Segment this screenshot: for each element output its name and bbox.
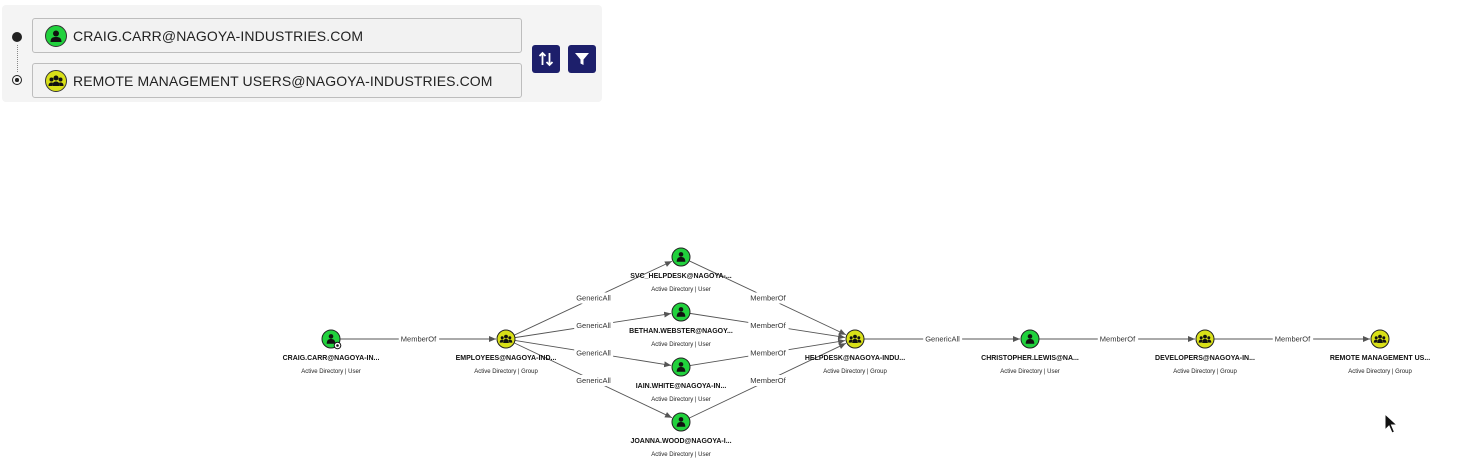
path-connector-line xyxy=(17,45,18,72)
edge-employees-iain[interactable]: GenericAll xyxy=(514,339,672,368)
node-type-label: Active Directory | Group xyxy=(474,369,538,375)
edge-joanna-helpdesk[interactable]: MemberOf xyxy=(688,342,847,419)
edge-label: GenericAll xyxy=(925,335,960,344)
edge-label: GenericAll xyxy=(576,376,611,385)
graph-node-helpdesk[interactable]: HELPDESK@NAGOYA-INDU... Active Directory … xyxy=(805,329,905,375)
edge-employees-joanna[interactable]: GenericAll xyxy=(513,342,673,419)
graph-node-joanna[interactable]: JOANNA.WOOD@NAGOYA-I... Active Directory … xyxy=(630,412,732,458)
graph-node-craig[interactable]: CRAIG.CARR@NAGOYA-IN... Active Directory … xyxy=(283,329,380,375)
node-label: CHRISTOPHER.LEWIS@NA... xyxy=(981,355,1079,362)
edge-label-background xyxy=(1272,333,1314,345)
start-node-badge-icon xyxy=(333,341,342,350)
edge-employees-bethan[interactable]: GenericAll xyxy=(514,311,672,339)
node-label: REMOTE MANAGEMENT US... xyxy=(1330,355,1430,362)
group-icon xyxy=(45,69,67,92)
edge-label: GenericAll xyxy=(576,349,611,358)
edge-craig-employees[interactable]: MemberOf xyxy=(340,333,496,345)
node-type-label: Active Directory | User xyxy=(301,369,361,375)
edge-svc-helpdesk[interactable]: MemberOf xyxy=(688,260,847,336)
edge-label-background xyxy=(748,292,789,304)
graph-node-remote[interactable]: REMOTE MANAGEMENT US... Active Directory … xyxy=(1330,329,1430,375)
edge-helpdesk-christopher[interactable]: GenericAll xyxy=(864,333,1020,345)
swap-vertical-icon xyxy=(538,51,554,67)
target-node-input[interactable]: REMOTE MANAGEMENT USERS@NAGOYA-INDUSTRIE… xyxy=(32,63,522,98)
node-label: HELPDESK@NAGOYA-INDU... xyxy=(805,355,905,362)
edge-iain-helpdesk[interactable]: MemberOf xyxy=(689,338,846,367)
target-node-value: REMOTE MANAGEMENT USERS@NAGOYA-INDUSTRIE… xyxy=(73,72,493,89)
pathfinding-panel: CRAIG.CARR@NAGOYA-INDUSTRIES.COM REMOTE … xyxy=(2,5,602,102)
graph-node-christopher[interactable]: CHRISTOPHER.LEWIS@NA... Active Directory … xyxy=(981,329,1079,375)
edge-label-background xyxy=(398,333,440,345)
edge-label-background xyxy=(574,320,614,331)
graph-node-employees[interactable]: EMPLOYEES@NAGOYA-IND... Active Directory … xyxy=(456,329,557,375)
edge-christopher-developers[interactable]: MemberOf xyxy=(1039,333,1195,345)
edge-label-background xyxy=(574,347,614,359)
node-label: IAIN.WHITE@NAGOYA-IN... xyxy=(636,383,727,390)
graph-node-svc[interactable]: SVC_HELPDESK@NAGOYA-... Active Directory … xyxy=(630,247,732,293)
edge-label: GenericAll xyxy=(576,321,611,330)
user-icon xyxy=(676,307,686,317)
edge-label: GenericAll xyxy=(576,294,611,303)
edge-label-background xyxy=(748,375,789,386)
group-icon xyxy=(1198,334,1212,343)
edge-label: MemberOf xyxy=(750,349,786,358)
node-label: EMPLOYEES@NAGOYA-IND... xyxy=(456,355,557,362)
edge-label: MemberOf xyxy=(1100,335,1136,344)
node-type-label: Active Directory | Group xyxy=(1173,369,1237,375)
edge-label: MemberOf xyxy=(750,376,786,385)
user-icon xyxy=(326,334,336,344)
node-label: CRAIG.CARR@NAGOYA-IN... xyxy=(283,355,380,362)
filter-icon xyxy=(575,53,589,65)
node-type-label: Active Directory | User xyxy=(651,397,711,403)
edge-label-background xyxy=(1097,333,1139,345)
node-type-label: Active Directory | User xyxy=(651,287,711,293)
user-icon xyxy=(1025,334,1035,344)
node-label: BETHAN.WEBSTER@NAGOY... xyxy=(629,328,733,335)
edge-label-background xyxy=(748,320,789,331)
node-label: SVC_HELPDESK@NAGOYA-... xyxy=(630,273,732,280)
swap-nodes-button[interactable] xyxy=(532,45,560,73)
edge-employees-svc[interactable]: GenericAll xyxy=(513,260,673,336)
group-icon xyxy=(1373,334,1387,343)
node-type-label: Active Directory | User xyxy=(651,342,711,348)
graph-node-bethan[interactable]: BETHAN.WEBSTER@NAGOY... Active Directory … xyxy=(629,302,733,348)
start-node-marker-icon xyxy=(12,32,22,42)
edge-label-background xyxy=(748,347,789,359)
group-icon xyxy=(848,334,862,343)
start-node-value: CRAIG.CARR@NAGOYA-INDUSTRIES.COM xyxy=(73,27,364,44)
start-node-input[interactable]: CRAIG.CARR@NAGOYA-INDUSTRIES.COM xyxy=(32,18,522,53)
edge-label: MemberOf xyxy=(401,335,437,344)
user-icon xyxy=(45,24,67,47)
edge-label: MemberOf xyxy=(1275,335,1311,344)
edge-label-background xyxy=(574,375,614,386)
edge-label-background xyxy=(923,333,963,345)
graph-node-developers[interactable]: DEVELOPERS@NAGOYA-IN... Active Directory … xyxy=(1155,329,1255,375)
user-icon xyxy=(676,417,686,427)
edge-label: MemberOf xyxy=(750,321,786,330)
node-type-label: Active Directory | Group xyxy=(1348,369,1412,375)
edge-label: MemberOf xyxy=(750,294,786,303)
target-node-marker-icon xyxy=(12,75,22,85)
edge-developers-remote[interactable]: MemberOf xyxy=(1214,333,1370,345)
user-icon xyxy=(676,362,686,372)
node-label: JOANNA.WOOD@NAGOYA-I... xyxy=(630,438,731,445)
group-icon xyxy=(499,334,513,343)
graph-node-iain[interactable]: IAIN.WHITE@NAGOYA-IN... Active Directory … xyxy=(636,357,727,403)
mouse-cursor-icon xyxy=(1384,413,1398,434)
edge-label-background xyxy=(574,292,614,304)
node-label: DEVELOPERS@NAGOYA-IN... xyxy=(1155,355,1255,362)
node-type-label: Active Directory | Group xyxy=(823,369,887,375)
user-icon xyxy=(676,252,686,262)
node-type-label: Active Directory | User xyxy=(1000,369,1060,375)
edge-bethan-helpdesk[interactable]: MemberOf xyxy=(689,312,846,340)
edge-filter-button[interactable] xyxy=(568,45,596,73)
node-type-label: Active Directory | User xyxy=(651,452,711,458)
